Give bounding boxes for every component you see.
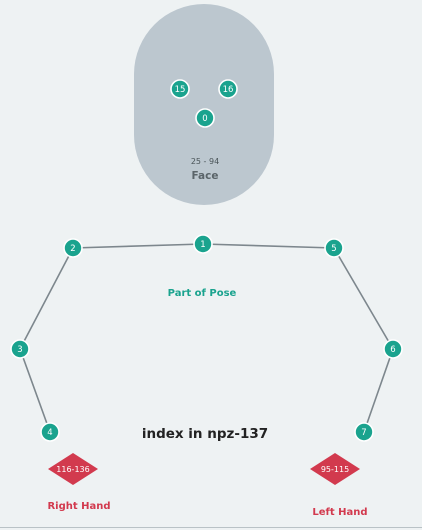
connection-6-7 — [363, 348, 394, 433]
pose-joint-1-label: 1 — [200, 240, 205, 250]
pose-joint-5-label: 5 — [331, 244, 336, 254]
right-hand-title: Right Hand — [47, 501, 110, 512]
right-hand-range-label: 116-136 — [56, 465, 89, 474]
pose-joint-7: 7 — [354, 422, 374, 442]
face-region — [134, 4, 274, 205]
face-title: Face — [192, 170, 219, 182]
connection-1-5 — [202, 243, 335, 249]
pose-joint-2-label: 2 — [70, 244, 75, 254]
pose-joint-3-label: 3 — [17, 345, 22, 355]
right-hand-diamond — [48, 453, 98, 485]
left-hand-title: Left Hand — [312, 507, 367, 518]
face-point-16: 16 — [218, 79, 238, 99]
pose-title: Part of Pose — [168, 288, 237, 299]
pose-joint-4: 4 — [40, 422, 60, 442]
bottom-divider — [0, 527, 422, 528]
pose-joint-5: 5 — [324, 238, 344, 258]
pose-joint-1: 1 — [193, 234, 213, 254]
pose-joint-7-label: 7 — [361, 428, 366, 438]
index-caption: index in npz-137 — [142, 426, 268, 442]
connection-2-3 — [19, 247, 74, 350]
face-point-0: 0 — [195, 108, 215, 128]
left-hand-range-label: 95-115 — [321, 465, 349, 474]
face-point-0-label: 0 — [202, 114, 207, 124]
connection-1-2 — [72, 243, 204, 249]
face-range-label: 25 - 94 — [191, 157, 219, 166]
pose-joint-3: 3 — [10, 339, 30, 359]
face-point-15: 15 — [170, 79, 190, 99]
pose-joint-6-label: 6 — [390, 345, 395, 355]
skeleton-lines — [19, 243, 394, 433]
pose-joint-6: 6 — [383, 339, 403, 359]
connection-3-4 — [19, 348, 51, 433]
left-hand-diamond — [310, 453, 360, 485]
face-point-16-label: 16 — [223, 85, 234, 95]
connection-5-6 — [333, 247, 394, 350]
face-point-15-label: 15 — [175, 85, 186, 95]
pose-joint-4-label: 4 — [47, 428, 52, 438]
pose-joint-2: 2 — [63, 238, 83, 258]
